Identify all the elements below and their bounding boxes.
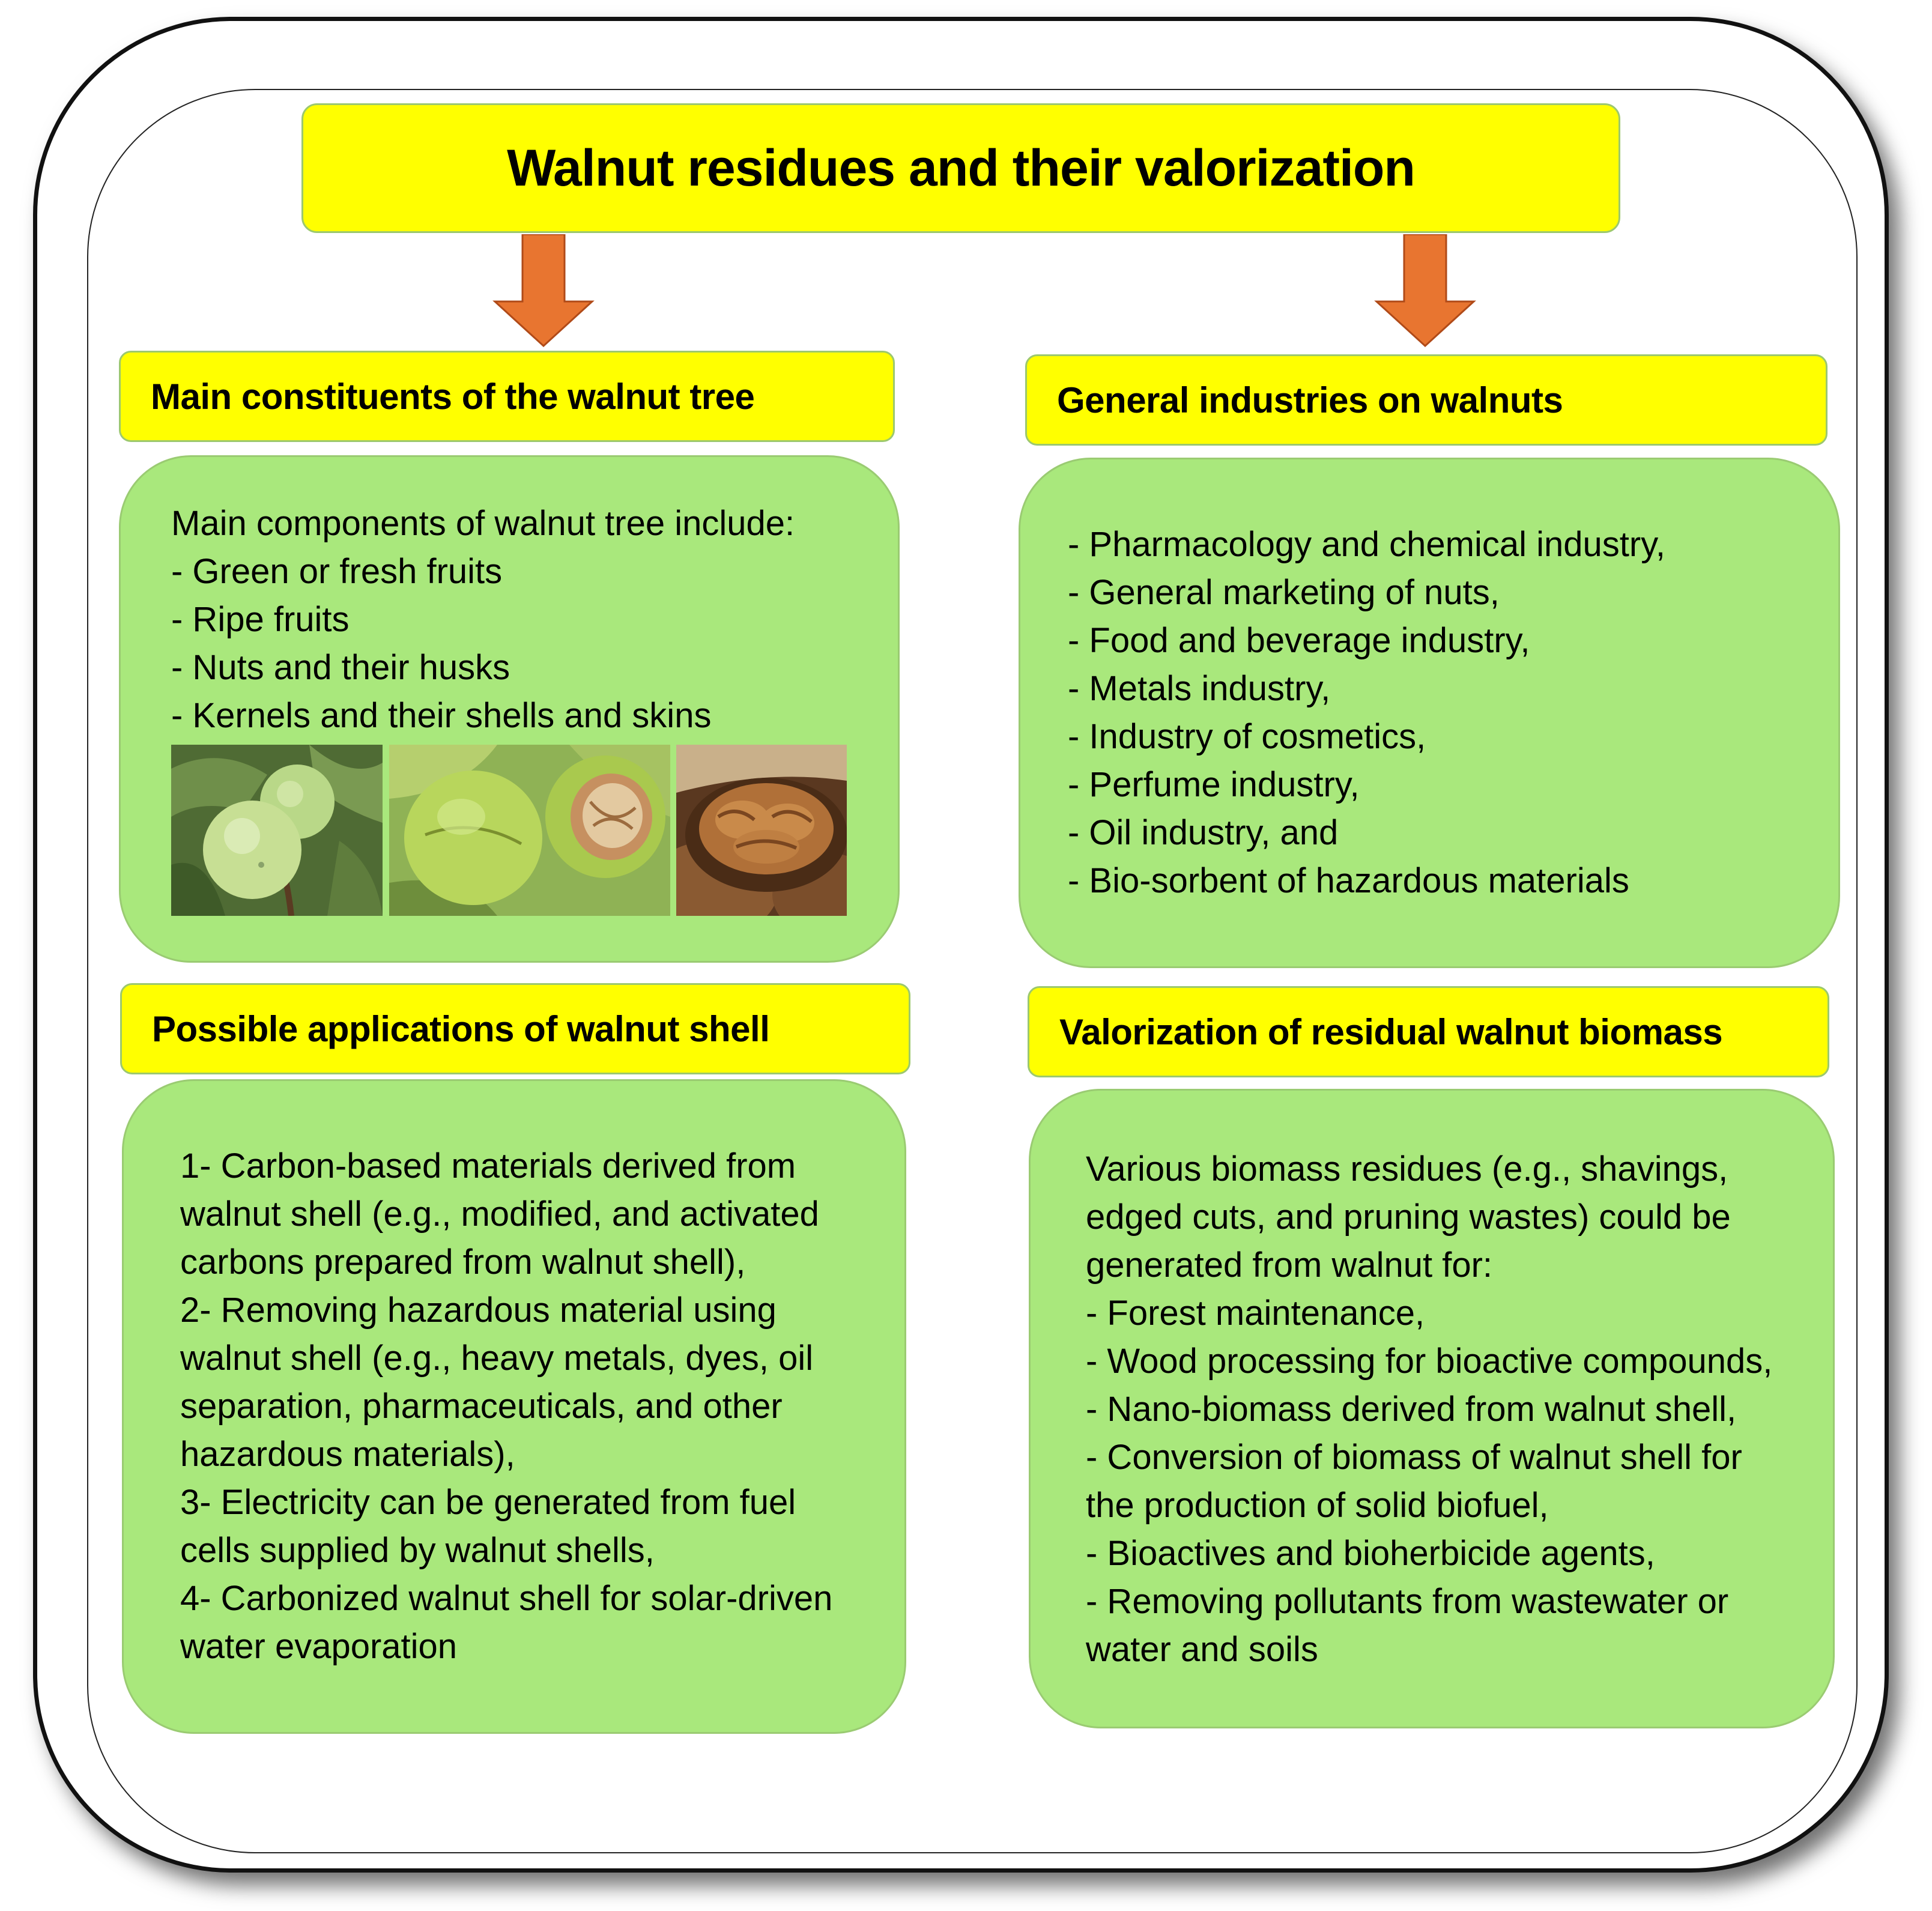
biomass-line: water and soils	[1086, 1630, 1318, 1669]
biomass-line: - Forest maintenance,	[1086, 1294, 1425, 1333]
heading-constituents-text: Main constituents of the walnut tree	[151, 376, 755, 417]
biomass-list: Various biomass residues (e.g., shavings…	[1086, 1145, 1772, 1674]
industries-list: - Pharmacology and chemical industry, - …	[1068, 521, 1665, 905]
shell-applications-line: 3- Electricity can be generated from fue…	[180, 1483, 796, 1522]
walnut-kernel-photo	[676, 745, 847, 916]
panel-biomass	[1029, 1089, 1835, 1728]
biomass-line: - Conversion of biomass of walnut shell …	[1086, 1438, 1742, 1477]
panel-industries	[1019, 458, 1840, 968]
shell-applications-line: 4- Carbonized walnut shell for solar-dri…	[180, 1579, 833, 1618]
heading-shell-applications: Possible applications of walnut shell	[120, 983, 910, 1074]
biomass-line: generated from walnut for:	[1086, 1246, 1493, 1285]
shell-applications-line: separation, pharmaceuticals, and other	[180, 1387, 783, 1426]
heading-industries: General industries on walnuts	[1025, 354, 1828, 446]
inner-frame	[87, 89, 1858, 1853]
industries-line: - Industry of cosmetics,	[1068, 717, 1426, 756]
shell-applications-list: 1- Carbon-based materials derived from w…	[180, 1142, 832, 1671]
green-walnut-fruits-photo	[171, 745, 383, 916]
heading-constituents: Main constituents of the walnut tree	[119, 351, 895, 442]
constituents-line: - Ripe fruits	[171, 600, 350, 639]
heading-industries-text: General industries on walnuts	[1057, 380, 1563, 420]
biomass-line: - Wood processing for bioactive compound…	[1086, 1342, 1773, 1381]
biomass-line: the production of solid biofuel,	[1086, 1486, 1549, 1525]
biomass-line: - Removing pollutants from wastewater or	[1086, 1582, 1729, 1621]
shell-applications-line: hazardous materials),	[180, 1435, 515, 1474]
industries-line: - Metals industry,	[1068, 669, 1331, 708]
shell-applications-line: water evaporation	[180, 1627, 458, 1666]
constituents-line: Main components of walnut tree include:	[171, 504, 795, 543]
constituents-line: - Nuts and their husks	[171, 648, 510, 687]
panel-shell-applications	[122, 1079, 906, 1734]
arrow-down-right	[1374, 234, 1476, 348]
industries-line: - Perfume industry,	[1068, 765, 1360, 804]
heading-biomass: Valorization of residual walnut biomass	[1028, 986, 1829, 1077]
constituents-line: - Kernels and their shells and skins	[171, 696, 712, 735]
title-box: Walnut residues and their valorization	[301, 103, 1620, 233]
industries-line: - General marketing of nuts,	[1068, 573, 1500, 612]
industries-line: - Oil industry, and	[1068, 813, 1339, 852]
shell-applications-line: walnut shell (e.g., modified, and activa…	[180, 1195, 819, 1234]
diagram-title: Walnut residues and their valorization	[507, 139, 1416, 197]
shell-applications-line: carbons prepared from walnut shell),	[180, 1243, 746, 1282]
shell-applications-line: 1- Carbon-based materials derived from	[180, 1146, 796, 1186]
industries-line: - Pharmacology and chemical industry,	[1068, 525, 1666, 564]
biomass-line: Various biomass residues (e.g., shavings…	[1086, 1149, 1728, 1189]
industries-line: - Bio-sorbent of hazardous materials	[1068, 861, 1629, 900]
constituents-line: - Green or fresh fruits	[171, 552, 503, 591]
constituents-list: Main components of walnut tree include: …	[171, 500, 795, 740]
biomass-line: - Nano-biomass derived from walnut shell…	[1086, 1390, 1737, 1429]
shell-applications-line: 2- Removing hazardous material using	[180, 1291, 777, 1330]
heading-biomass-text: Valorization of residual walnut biomass	[1059, 1011, 1723, 1052]
shell-applications-line: walnut shell (e.g., heavy metals, dyes, …	[180, 1339, 814, 1378]
heading-shell-applications-text: Possible applications of walnut shell	[152, 1008, 770, 1049]
biomass-line: edged cuts, and pruning wastes) could be	[1086, 1198, 1731, 1237]
shell-applications-line: cells supplied by walnut shells,	[180, 1531, 655, 1570]
arrow-down-left	[492, 234, 595, 348]
biomass-line: - Bioactives and bioherbicide agents,	[1086, 1534, 1655, 1573]
industries-line: - Food and beverage industry,	[1068, 621, 1530, 660]
split-green-husk-photo	[389, 745, 670, 916]
